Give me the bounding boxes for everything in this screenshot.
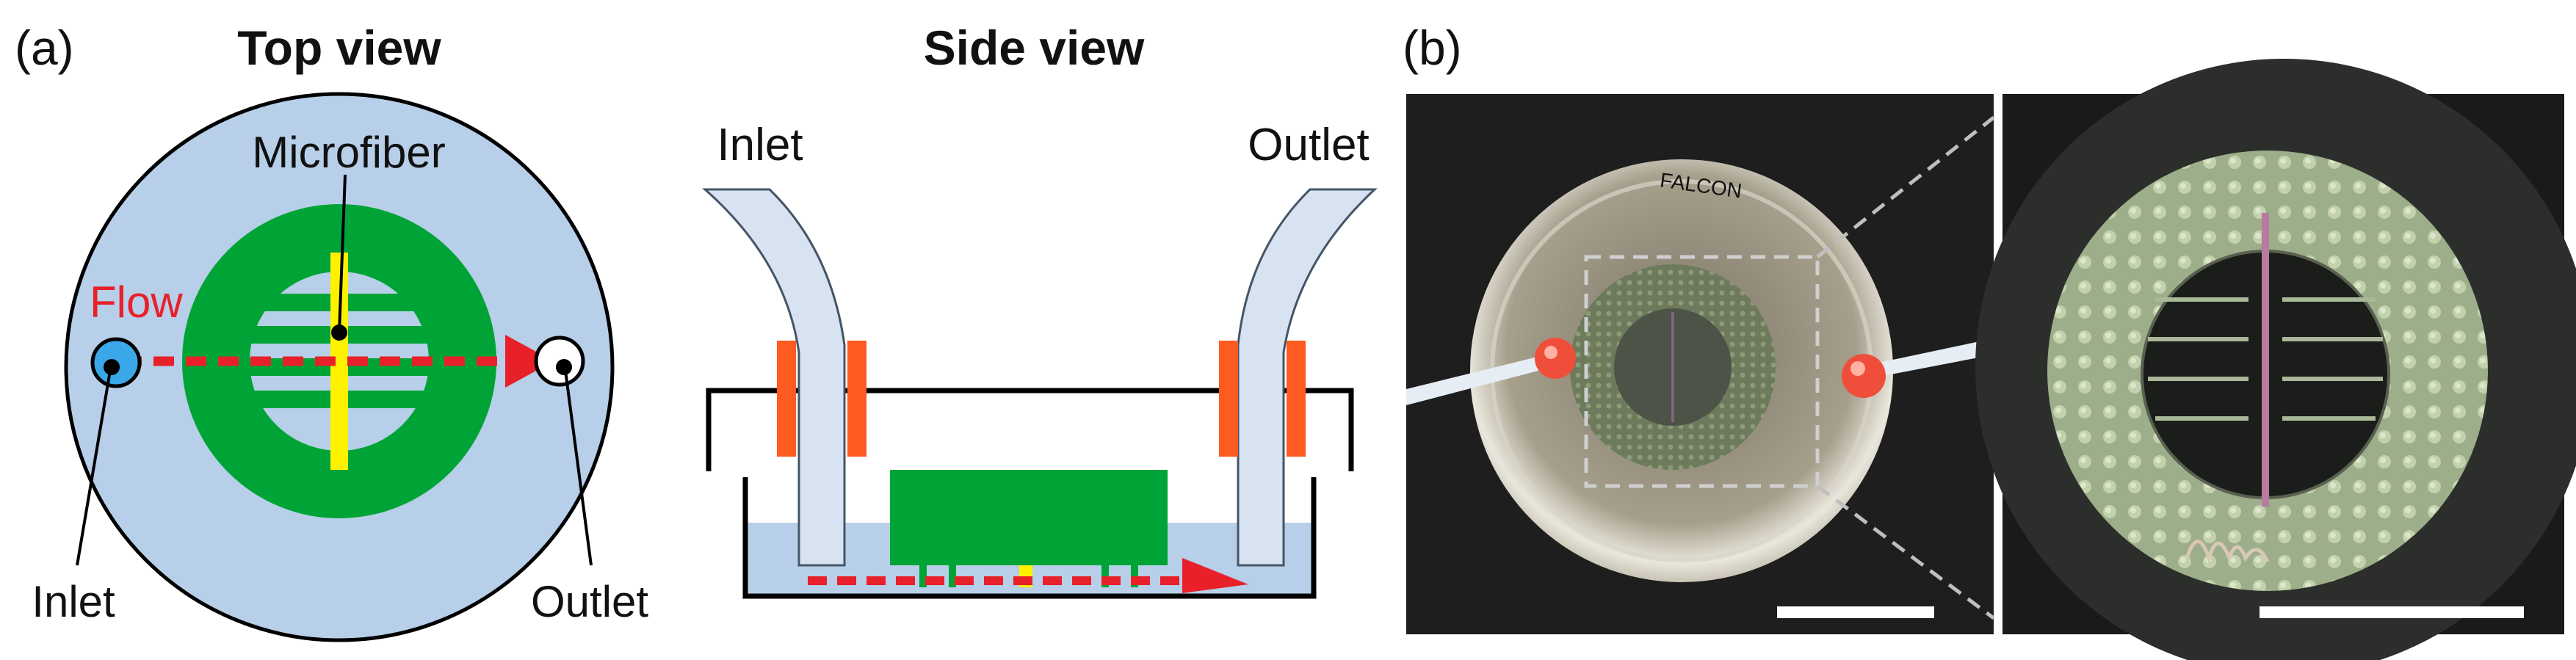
handwritten-mark: [2185, 540, 2270, 565]
scale-bar-right: [2260, 606, 2524, 618]
outlet-connector-right: [1287, 341, 1306, 457]
photo-outlet-tube: [1865, 339, 1990, 379]
panel-a-top-view: (a) Top view Microfiber Flow: [15, 21, 648, 642]
microfiber-leader: [338, 174, 347, 333]
inlet-tube: [702, 188, 846, 567]
zoom-box: [1584, 255, 1820, 488]
inlet-connector-right: [847, 341, 866, 457]
inlet-port-dot: [104, 359, 120, 375]
panel-a-side-view: Side view Inlet Outlet: [702, 21, 1378, 599]
photo-inlet-connector: [1535, 338, 1576, 379]
outlet-label: Outlet: [531, 577, 648, 626]
zoom-microfiber: [2262, 213, 2269, 507]
side-outlet-label: Outlet: [1248, 120, 1369, 170]
outlet-port-dot: [556, 359, 572, 375]
panel-b-label: (b): [1403, 21, 1462, 75]
flow-arrow-head: [505, 335, 554, 388]
zoom-line-top: [1816, 116, 1995, 258]
photo-device-overview: FALCON: [1406, 94, 1995, 634]
side-inlet-label: Inlet: [717, 120, 803, 170]
flow-label: Flow: [90, 278, 183, 327]
outlet-tube: [1237, 188, 1378, 567]
zoom-comb-teeth: [2148, 297, 2383, 421]
panel-a-label: (a): [15, 21, 74, 75]
dish-lid: [706, 388, 1354, 471]
side-flow-arrow-head: [1182, 558, 1248, 593]
dish-bottom: [742, 477, 1317, 599]
microfiber-label: Microfiber: [252, 128, 445, 177]
microfiber-dot: [331, 324, 347, 341]
zoom-line-bottom: [1816, 485, 1995, 620]
photo-outlet-connector: [1842, 354, 1886, 398]
outlet-leader: [564, 370, 593, 566]
inlet-leader: [76, 370, 112, 566]
top-view-title: Top view: [237, 21, 441, 75]
inlet-connector-left: [777, 341, 796, 457]
inlet-label: Inlet: [32, 577, 115, 626]
panel-b: (b) FALCON: [1403, 21, 2576, 660]
photo-device-zoom: [1975, 59, 2576, 660]
side-view-title: Side view: [924, 21, 1145, 75]
outlet-connector-left: [1219, 341, 1238, 457]
photo-inlet-tube: [1406, 354, 1552, 405]
scale-bar-left: [1777, 606, 1934, 618]
